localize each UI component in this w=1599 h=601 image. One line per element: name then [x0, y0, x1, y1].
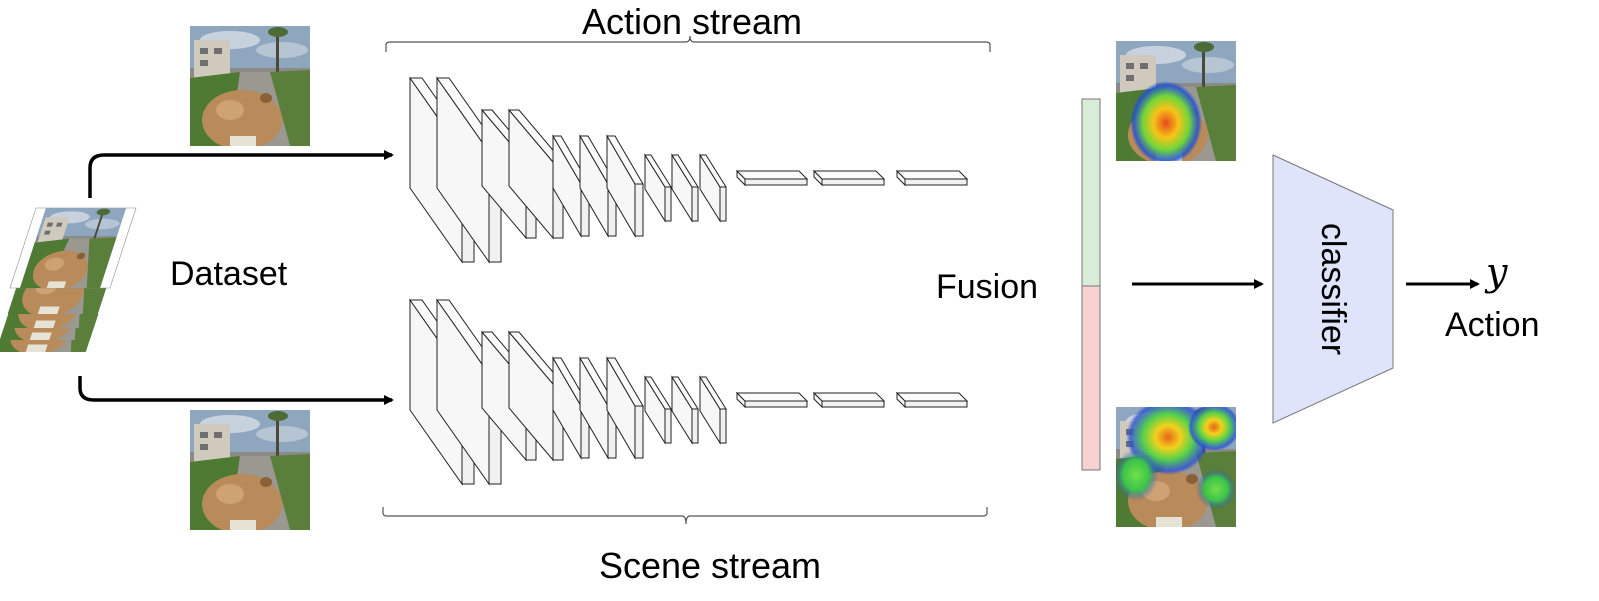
- scene-stream-brace: [382, 507, 988, 525]
- scene-input-image: [190, 410, 310, 530]
- classifier-block: [1272, 154, 1394, 424]
- fc-layer: [895, 169, 969, 187]
- action-stream-brace: [385, 35, 991, 52]
- dataset-stack: [0, 207, 137, 352]
- fc-layer: [735, 169, 809, 187]
- scene-stream-network: [409, 298, 969, 486]
- conv-layer: [699, 375, 727, 445]
- classifier-label: classifier: [1314, 223, 1352, 355]
- scene-heatmap-image: [1116, 407, 1236, 527]
- dataset-label: Dataset: [170, 255, 288, 293]
- conv-layer: [606, 356, 644, 460]
- conv-layer: [644, 375, 672, 445]
- scene-route-arrow: [78, 376, 394, 405]
- output-y-label: y: [1484, 250, 1508, 294]
- fc-layer: [735, 391, 809, 409]
- fc-layer: [812, 391, 886, 409]
- output-action-label: Action: [1445, 306, 1540, 344]
- conv-layer: [699, 153, 727, 223]
- conv-layer: [606, 134, 644, 238]
- fusion-label: Fusion: [936, 268, 1038, 306]
- action-stream-network: [409, 76, 969, 264]
- action-input-image: [190, 26, 310, 146]
- fusion-action-feature: [1081, 98, 1101, 287]
- scene-stream-label: Scene stream: [599, 545, 821, 586]
- fc-layer: [895, 391, 969, 409]
- action-stream-label: Action stream: [582, 1, 802, 42]
- conv-layer: [671, 153, 699, 223]
- action-route-arrow: [88, 150, 394, 198]
- conv-layer: [671, 375, 699, 445]
- action-heatmap-image: [1116, 41, 1236, 161]
- conv-layer: [644, 153, 672, 223]
- fc-layer: [812, 169, 886, 187]
- fusion-scene-feature: [1081, 285, 1101, 471]
- conv-layer: [507, 108, 565, 240]
